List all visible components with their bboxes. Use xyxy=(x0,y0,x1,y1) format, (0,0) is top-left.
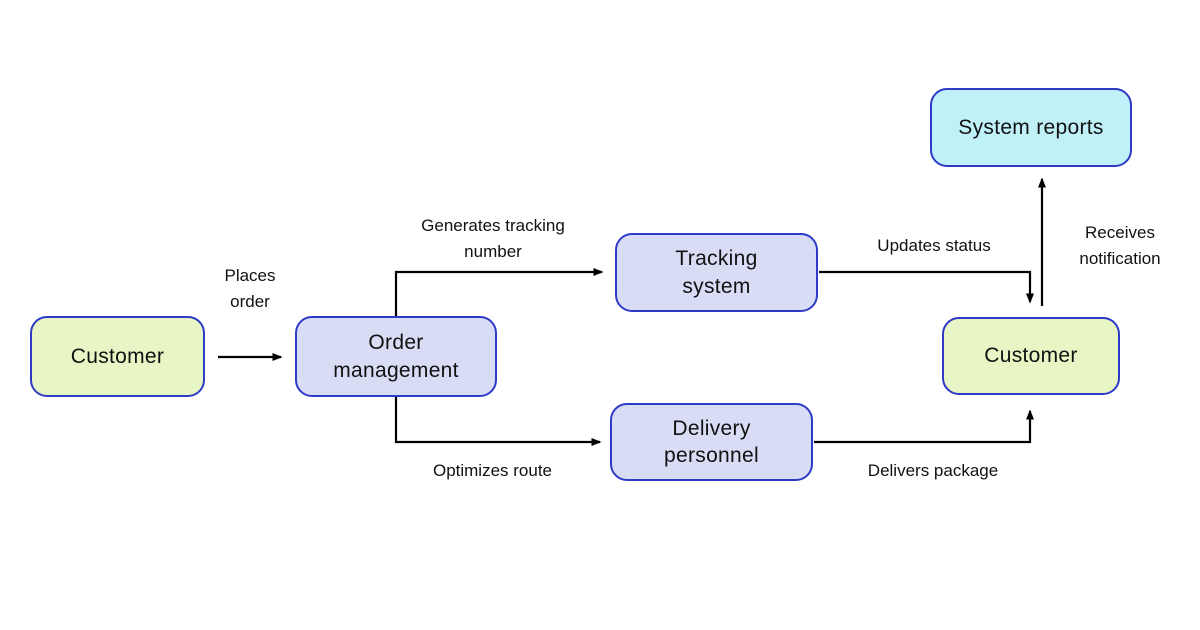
node-order-management-label: Order management xyxy=(333,331,459,382)
node-delivery-personnel-label: Delivery personnel xyxy=(664,416,759,467)
node-delivery-personnel: Delivery personnel xyxy=(610,403,813,481)
delivers-package-arrow xyxy=(814,409,1034,444)
delivers-package-label: Delivers package xyxy=(867,461,999,480)
updates-status-label: Updates status xyxy=(877,236,991,255)
node-customer-right: Customer xyxy=(942,317,1120,395)
generates-tracking-number-arrow xyxy=(394,268,604,316)
optimizes-route-label: Optimizes route xyxy=(432,461,553,480)
generates-tracking-number-label: Generates tracking number xyxy=(421,216,565,261)
node-tracking-system-label: Tracking system xyxy=(675,247,758,298)
receives-notification-label: Receives notification xyxy=(1079,223,1161,268)
node-customer-left-label: Customer xyxy=(70,344,165,368)
node-system-reports-label: System reports xyxy=(958,115,1104,139)
node-tracking-system: Tracking system xyxy=(615,233,818,312)
updates-status-arrow xyxy=(819,270,1034,304)
node-system-reports: System reports xyxy=(930,88,1132,167)
places-order-label: Places order xyxy=(224,266,276,311)
node-customer-left: Customer xyxy=(30,316,205,397)
optimizes-route-arrow xyxy=(394,397,602,446)
node-order-management: Order management xyxy=(295,316,497,397)
node-customer-right-label: Customer xyxy=(984,344,1078,368)
